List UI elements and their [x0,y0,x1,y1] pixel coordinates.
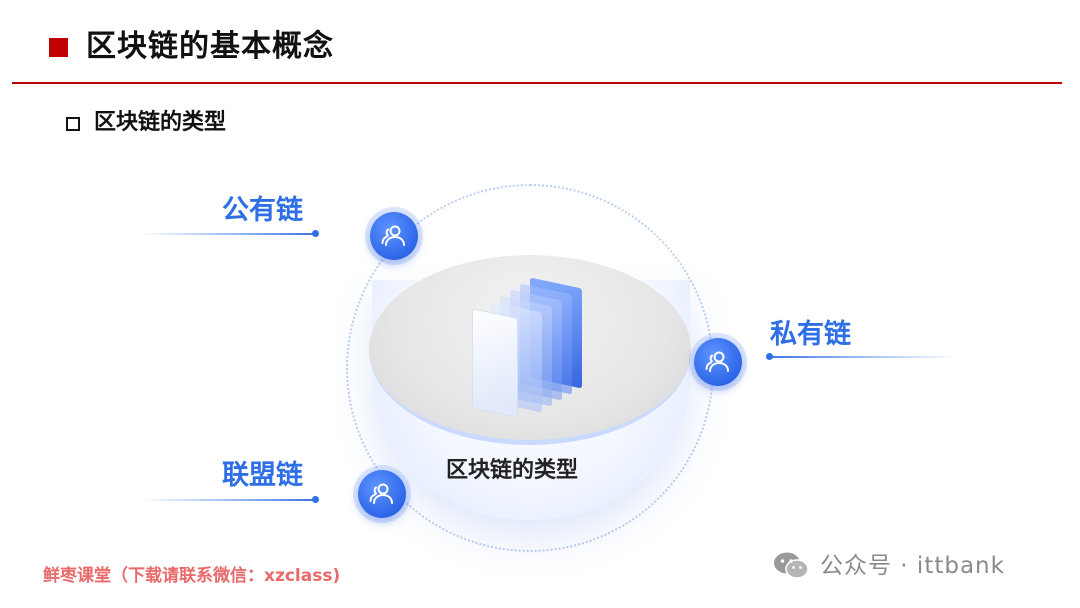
users-icon [694,338,742,386]
promo-footer: 鲜枣课堂（下载请联系微信：xzclass) [43,566,341,586]
leader-line [140,499,316,501]
node-label: 联盟链 [222,460,303,491]
node-label: 私有链 [770,319,851,350]
page-title: 区块链的基本概念 [86,29,334,64]
wechat-icon [774,552,809,579]
title-divider [12,82,1062,84]
node-label: 公有链 [222,195,303,226]
account-name: 公众号 · ittbank [820,553,1005,579]
title-bar: 区块链的基本概念 [0,0,1080,84]
wechat-watermark: 公众号 · ittbank [772,548,1005,584]
leader-dot [312,496,319,503]
section-subtitle: 区块链的类型 [94,110,227,135]
users-icon [370,212,418,260]
center-label: 区块链的类型 [446,458,579,483]
hollow-square-bullet-icon [66,117,80,131]
users-icon [358,470,406,518]
title-bullet-icon [49,38,68,57]
leader-dot [312,230,319,237]
leader-line [768,356,958,358]
blockchain-cube-icon [468,275,598,418]
leader-dot [766,353,773,360]
leader-line [140,233,316,235]
